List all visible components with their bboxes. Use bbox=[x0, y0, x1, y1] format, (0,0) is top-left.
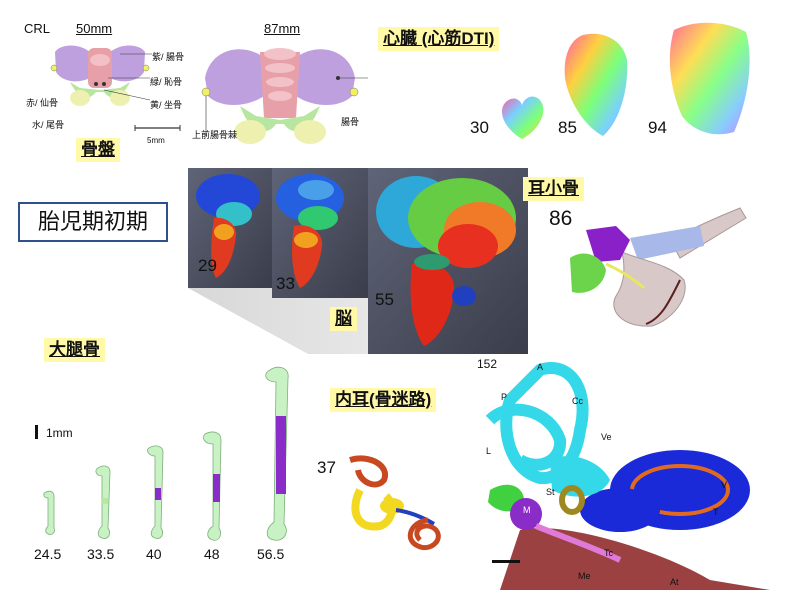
femur-stage-40: 40 bbox=[146, 546, 162, 562]
label-Cc: Cc bbox=[572, 396, 583, 406]
heart-title: 心臓 (心筋DTI) bbox=[378, 27, 500, 51]
heart-stage-30: 30 bbox=[470, 118, 489, 137]
pelvis-small-image bbox=[50, 45, 150, 106]
ossicles-image bbox=[570, 207, 747, 327]
label-Ve: Ve bbox=[601, 432, 612, 442]
crl-label: CRL bbox=[24, 21, 51, 36]
label-St: St bbox=[546, 487, 555, 497]
inner-ear-large-image bbox=[485, 362, 770, 590]
label-V: V bbox=[721, 480, 728, 490]
inner-ear-small-image bbox=[349, 455, 441, 550]
brain-title: 脳 bbox=[330, 307, 357, 331]
main-title: 胎児期初期 bbox=[37, 209, 148, 234]
brain-stage-55: 55 bbox=[375, 290, 394, 309]
femur-24-5-image bbox=[43, 490, 55, 535]
label-M: M bbox=[523, 505, 531, 515]
inner-ear-stage-152: 152 bbox=[477, 357, 498, 371]
heart-85-image bbox=[564, 33, 628, 136]
femur-stage-48: 48 bbox=[204, 546, 220, 562]
label-Tc: Tc bbox=[604, 548, 613, 558]
label-P: P bbox=[501, 392, 508, 402]
femur-48-image bbox=[203, 431, 222, 541]
size-50mm: 50mm bbox=[76, 21, 113, 36]
brain-stage-33: 33 bbox=[276, 274, 295, 293]
label-Me: Me bbox=[578, 571, 591, 581]
pelvis-leader-lines bbox=[103, 53, 152, 101]
legend-pubis: 緑/ 恥骨 bbox=[150, 77, 183, 87]
heart-stage-85: 85 bbox=[558, 118, 577, 137]
legend-ilium: 紫/ 腸骨 bbox=[152, 52, 185, 62]
pelvis-scale-label: 5mm bbox=[147, 136, 165, 145]
pelvis-title: 骨盤 bbox=[76, 138, 120, 162]
brain-33-image bbox=[276, 174, 344, 288]
legend-coccyx: 水/ 尾骨 bbox=[32, 120, 65, 130]
femur-stage-33-5: 33.5 bbox=[87, 546, 115, 562]
label-A: A bbox=[537, 362, 544, 372]
spine-label: 上前腸骨棘 bbox=[192, 130, 238, 140]
ossicles-stage: 86 bbox=[549, 207, 573, 230]
brain-stage-29: 29 bbox=[198, 256, 217, 275]
heart-94-image bbox=[669, 22, 750, 135]
femur-scale-label: 1mm bbox=[46, 426, 73, 440]
inner-ear-title: 内耳(骨迷路) bbox=[330, 388, 437, 412]
label-L: L bbox=[486, 446, 492, 456]
brain-29-image bbox=[196, 174, 260, 278]
femur-title: 大腿骨 bbox=[44, 338, 105, 362]
femur-stage-56-5: 56.5 bbox=[257, 546, 285, 562]
size-87mm: 87mm bbox=[264, 21, 301, 36]
legend-sacrum: 赤/ 仙骨 bbox=[26, 98, 59, 108]
heart-stage-94: 94 bbox=[648, 118, 667, 137]
heart-30-image bbox=[502, 96, 544, 139]
ilium-label: 腸骨 bbox=[341, 117, 360, 127]
legend-ischium: 黄/ 坐骨 bbox=[150, 100, 183, 110]
femur-40-image bbox=[147, 445, 164, 539]
femur-33-5-image bbox=[95, 465, 111, 539]
brain-55-image bbox=[376, 176, 516, 346]
femur-56-5-image bbox=[265, 366, 289, 541]
main-title-box: 胎児期初期 bbox=[18, 202, 168, 242]
pelvis-scale-bar bbox=[134, 125, 181, 131]
label-T: T bbox=[713, 507, 719, 517]
inner-ear-stage-37: 37 bbox=[317, 458, 336, 477]
femur-stage-24-5: 24.5 bbox=[34, 546, 62, 562]
pelvis-large-image bbox=[201, 48, 368, 144]
femur-scale-bar bbox=[35, 425, 38, 439]
label-At: At bbox=[670, 577, 679, 587]
ossicles-title: 耳小骨 bbox=[523, 177, 584, 201]
